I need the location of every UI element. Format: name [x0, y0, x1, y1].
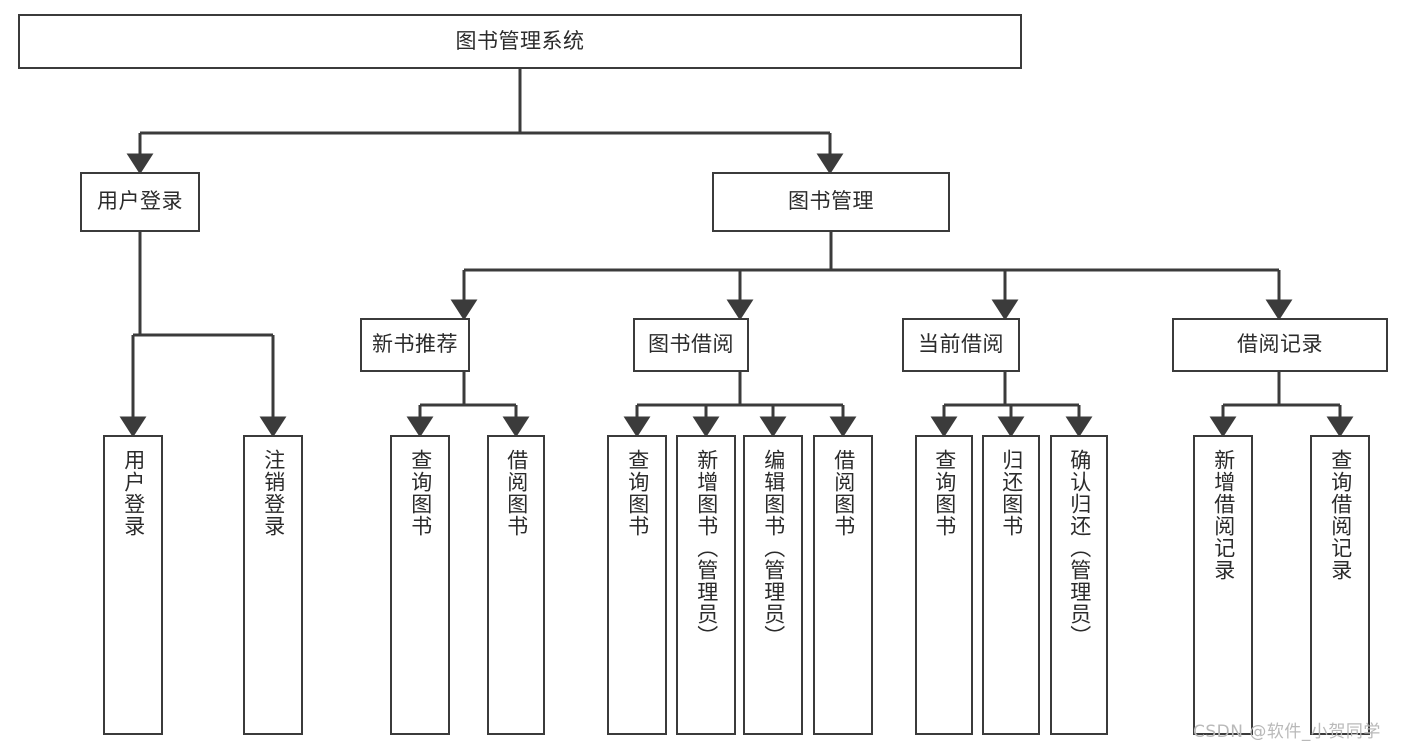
leaf-node[interactable]: 归还图书 — [982, 435, 1040, 735]
leaf-node[interactable]: 查询图书 — [915, 435, 973, 735]
node-book-management[interactable]: 图书管理 — [712, 172, 950, 232]
leaf-node[interactable]: 确认归还（管理员） — [1050, 435, 1108, 735]
leaf-node-label: 借阅图书 — [831, 449, 856, 537]
leaf-node-label: 借阅图书 — [504, 449, 529, 537]
leaf-node-label: 确认归还（管理员） — [1067, 449, 1092, 647]
leaf-node-label: 查询图书 — [408, 449, 433, 537]
node-user-login-label: 用户登录 — [97, 189, 183, 214]
leaf-node[interactable]: 新增借阅记录 — [1193, 435, 1253, 735]
leaf-node-label: 查询图书 — [625, 449, 650, 537]
leaf-node-label: 用户登录 — [121, 449, 146, 537]
leaf-node-label: 归还图书 — [999, 449, 1024, 537]
node-book-management-label: 图书管理 — [788, 189, 874, 214]
leaf-node-label: 查询图书 — [932, 449, 957, 537]
leaf-node[interactable]: 用户登录 — [103, 435, 163, 735]
leaf-node-label: 注销登录 — [261, 449, 286, 537]
node-user-login[interactable]: 用户登录 — [80, 172, 200, 232]
leaf-node[interactable]: 新增图书（管理员） — [676, 435, 736, 735]
node-current-borrowing[interactable]: 当前借阅 — [902, 318, 1020, 372]
leaf-node[interactable]: 注销登录 — [243, 435, 303, 735]
node-current-borrowing-label: 当前借阅 — [918, 332, 1004, 357]
node-book-borrowing-label: 图书借阅 — [648, 332, 734, 357]
node-new-book-recommendation[interactable]: 新书推荐 — [360, 318, 470, 372]
leaf-node[interactable]: 查询图书 — [390, 435, 450, 735]
node-root[interactable]: 图书管理系统 — [18, 14, 1022, 69]
node-book-borrowing[interactable]: 图书借阅 — [633, 318, 749, 372]
csdn-watermark: CSDN @软件_小贺同学 — [1193, 722, 1381, 742]
leaf-node[interactable]: 借阅图书 — [813, 435, 873, 735]
leaf-node[interactable]: 查询图书 — [607, 435, 667, 735]
node-root-label: 图书管理系统 — [455, 28, 585, 53]
node-new-book-recommendation-label: 新书推荐 — [372, 332, 458, 357]
leaf-node[interactable]: 查询借阅记录 — [1310, 435, 1370, 735]
leaf-node[interactable]: 编辑图书（管理员） — [743, 435, 803, 735]
leaf-node-label: 编辑图书（管理员） — [761, 449, 786, 647]
node-borrowing-record-label: 借阅记录 — [1237, 332, 1323, 357]
leaf-node-label: 新增借阅记录 — [1211, 449, 1236, 581]
leaf-node[interactable]: 借阅图书 — [487, 435, 545, 735]
leaf-node-label: 查询借阅记录 — [1328, 449, 1353, 581]
leaf-node-label: 新增图书（管理员） — [694, 449, 719, 647]
node-borrowing-record[interactable]: 借阅记录 — [1172, 318, 1388, 372]
